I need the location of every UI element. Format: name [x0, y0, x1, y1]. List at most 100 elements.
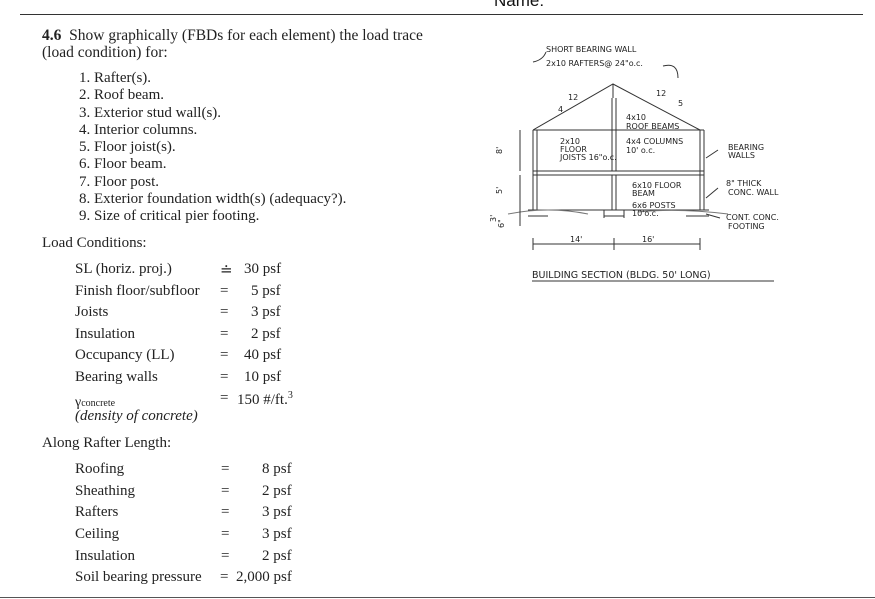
note-roof-beams-1: 4x10: [626, 113, 646, 122]
left-wall: [532, 130, 538, 210]
sketch-caption: BUILDING SECTION (BLDG. 50' LONG): [532, 270, 711, 281]
rafter-value: 2 psf: [262, 548, 292, 564]
list-item: 9. Size of critical pier footing.: [79, 208, 260, 225]
load-equals: =: [220, 369, 229, 385]
dim-mid: 5': [495, 187, 504, 194]
bottom-divider: [0, 597, 875, 598]
list-item: 2. Roof beam.: [79, 87, 164, 104]
list-item: 3. Exterior stud wall(s).: [79, 104, 222, 121]
gamma-symbol: γ: [75, 395, 82, 410]
dim-low-b: 6": [497, 219, 506, 228]
list-item: 7. Floor post.: [79, 173, 160, 190]
interior-column: [611, 98, 617, 171]
gamma-note: (density of concrete): [75, 408, 198, 424]
rafter-equals: =: [221, 526, 230, 542]
load-value: 3 psf: [251, 304, 281, 320]
load-value: 30 psf: [244, 261, 282, 277]
soil-label: Soil bearing pressure: [75, 569, 202, 585]
note-floor-joists-2: FLOOR: [560, 145, 587, 154]
note-conc-wall-2: CONC. WALL: [728, 188, 779, 197]
leader-lines: [532, 51, 679, 79]
load-label: Finish floor/subfloor: [75, 283, 200, 299]
right-wall: [699, 130, 705, 210]
soil-equals: =: [220, 569, 229, 585]
problem-items-list: 1. Rafter(s). 2. Roof beam. 3. Exterior …: [79, 70, 346, 226]
pitch-right-run: 12: [656, 89, 666, 98]
floor-line: [533, 170, 704, 176]
load-value: 40 psf: [244, 347, 282, 363]
rafter-length-title: Along Rafter Length:: [42, 435, 172, 451]
gamma-subscript: concrete: [81, 398, 116, 409]
load-equals: =: [220, 304, 229, 320]
load-conditions-title: Load Conditions:: [42, 235, 147, 251]
list-item: 8. Exterior foundation width(s) (adequac…: [79, 191, 347, 208]
grade-line: [507, 209, 729, 215]
pitch-left-run: 12: [568, 93, 578, 102]
rafter-equals: =: [221, 548, 230, 564]
load-equals: ≐: [220, 263, 233, 279]
gamma-exponent: 3: [287, 390, 293, 401]
rafter-value: 3 psf: [262, 504, 292, 520]
problem-number: 4.6: [42, 27, 62, 44]
dim-right: 16': [642, 235, 654, 244]
load-equals: =: [220, 347, 229, 363]
list-item: 6. Floor beam.: [79, 156, 167, 173]
load-label: Joists: [75, 304, 109, 320]
rafter-equals: =: [221, 504, 230, 520]
rafter-value: 2 psf: [262, 483, 292, 499]
note-rafters: 2x10 RAFTERS@ 24"o.c.: [546, 59, 643, 68]
note-floor-joists-1: 2x10: [560, 137, 580, 146]
dim-upper: 8': [495, 147, 504, 154]
gamma-value: 150 #/ft.3: [237, 390, 293, 409]
list-item: 5. Floor joist(s).: [79, 139, 176, 156]
rafter-label: Rafters: [75, 504, 119, 520]
name-label: Name:: [494, 0, 545, 10]
floor-post: [611, 175, 617, 210]
load-label: Bearing walls: [75, 369, 158, 385]
gamma-label: γconcrete: [75, 394, 115, 411]
leader-lines-right: [705, 149, 721, 219]
pitch-right-rise: 5: [678, 99, 683, 108]
load-label: SL (horiz. proj.): [75, 261, 172, 277]
note-columns-1: 4x4 COLUMNS: [626, 137, 683, 146]
rafter-equals: =: [221, 483, 230, 499]
load-label: Occupancy (LL): [75, 347, 175, 363]
list-item: 4. Interior columns.: [79, 121, 198, 138]
note-posts-1: 6x6 POSTS: [632, 201, 676, 210]
soil-value: 2,000 psf: [236, 569, 292, 585]
note-footing-1: CONT. CONC.: [726, 213, 779, 222]
sketch-linework: [507, 51, 774, 282]
pier-footing: [603, 210, 625, 218]
rafter-label: Sheathing: [75, 483, 135, 499]
rafter-equals: =: [221, 461, 230, 477]
note-bearing-walls-2: WALLS: [728, 151, 755, 160]
rafter-value: 3 psf: [262, 526, 292, 542]
note-floor-beam-1: 6x10 FLOOR: [632, 181, 682, 190]
pitch-left-rise: 4: [558, 105, 563, 114]
note-roof-beams-2: ROOF BEAMS: [626, 122, 679, 131]
note-conc-wall-1: 8" THICK: [726, 179, 762, 188]
problem-statement: 4.6 Show graphically (FBDs for each elem…: [42, 27, 442, 61]
dim-left: 14': [570, 235, 582, 244]
dim-low: 3': [489, 215, 498, 222]
note-floor-beam-2: BEAM: [632, 189, 655, 198]
load-equals: =: [220, 326, 229, 342]
horizontal-dimensions: [532, 238, 701, 250]
top-divider: [20, 14, 863, 15]
rafter-label: Ceiling: [75, 526, 120, 542]
note-columns-2: 10' o.c.: [626, 146, 655, 155]
load-value: 5 psf: [251, 283, 281, 299]
problem-text: Show graphically (FBDs for each element)…: [42, 27, 423, 61]
building-section-sketch: SHORT BEARING WALL 2x10 RAFTERS@ 24"o.c.…: [489, 45, 779, 282]
gamma-value-text: 150 #/ft.: [237, 392, 288, 408]
load-value: 10 psf: [244, 369, 282, 385]
note-footing-2: FOOTING: [728, 222, 765, 231]
gamma-equals: =: [220, 390, 229, 406]
load-label: Insulation: [75, 326, 135, 342]
rafter-label: Insulation: [75, 548, 135, 564]
note-short-wall: SHORT BEARING WALL: [546, 45, 637, 54]
load-value: 2 psf: [251, 326, 281, 342]
rafter-label: Roofing: [75, 461, 125, 477]
load-equals: =: [220, 283, 229, 299]
list-item: 1. Rafter(s).: [79, 70, 152, 86]
